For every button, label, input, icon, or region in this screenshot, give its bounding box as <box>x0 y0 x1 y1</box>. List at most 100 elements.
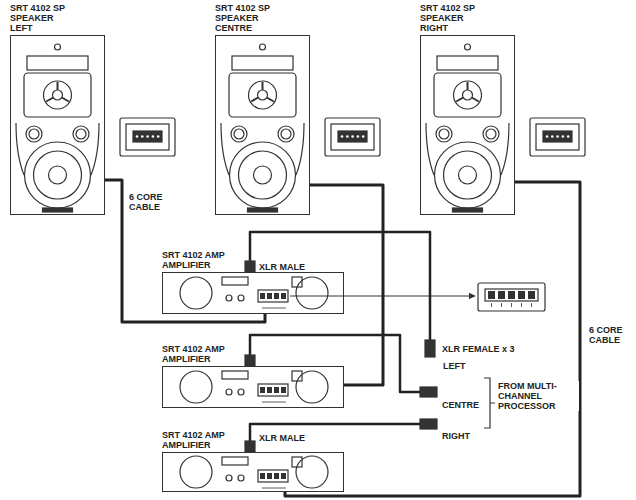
led-dot <box>260 44 266 50</box>
xlr-male-plug <box>245 441 255 452</box>
cabinet-curve <box>91 123 99 175</box>
woofer-cap <box>459 166 477 184</box>
pin <box>567 135 570 138</box>
pin <box>362 135 365 138</box>
xlr-male-plug <box>245 261 255 272</box>
terminal-block <box>338 131 367 142</box>
tweeter-spoke <box>262 82 264 90</box>
wiring-label: 6 CORE CABLE <box>588 325 634 345</box>
woofer <box>25 142 91 208</box>
tweeter-center <box>258 90 268 100</box>
six-core-cable <box>105 180 265 322</box>
port <box>483 126 499 142</box>
horn-frame <box>24 73 91 117</box>
cabinet-curve <box>16 123 24 175</box>
device-heading: SRT 4102 AMP AMPLIFIER <box>162 250 234 270</box>
woofer-cone <box>34 151 82 199</box>
terminal-pin <box>274 473 279 479</box>
terminal-closeup-pin <box>488 291 495 299</box>
bracket <box>484 378 495 428</box>
tweeter-spoke <box>456 98 463 102</box>
speaker-box: SRT 4102 SP SPEAKER LEFT <box>10 35 105 215</box>
terminal-closeup-tick <box>491 303 492 307</box>
warning-label <box>222 457 248 465</box>
xlr-female-plug <box>420 419 437 429</box>
terminal-pin <box>260 293 265 299</box>
port <box>278 126 294 142</box>
terminal-closeup-pin <box>528 291 535 299</box>
terminal-closeup-tick <box>511 303 512 307</box>
port-inner <box>281 129 291 139</box>
tweeter-dome <box>454 81 482 109</box>
six-core-cable <box>285 182 580 496</box>
port-inner <box>234 129 244 139</box>
cabinet-curve <box>221 123 229 175</box>
terminal-pin <box>267 473 272 479</box>
tweeter-spoke <box>251 98 258 102</box>
terminal-block <box>133 131 162 142</box>
tweeter-dome <box>249 81 277 109</box>
terminal-closeup <box>478 283 545 311</box>
tweeter-spoke <box>46 98 53 102</box>
speaker-terminal <box>258 290 288 302</box>
terminal-pin <box>274 293 279 299</box>
led-dot <box>55 44 61 50</box>
amp-knob <box>226 475 232 481</box>
wiring-label: LEFT <box>442 361 484 371</box>
amp-fan <box>180 277 212 309</box>
terminal-pin <box>267 387 272 393</box>
tweeter-spoke <box>467 82 469 90</box>
tweeter-center <box>463 90 473 100</box>
wiring-label: XLR FEMALE x 3 <box>441 344 523 354</box>
terminal-pin <box>281 387 286 393</box>
top-panel <box>437 56 498 70</box>
speaker-terminal <box>258 384 288 396</box>
tweeter-spoke <box>267 98 274 102</box>
rear-panel <box>120 118 175 156</box>
badge <box>248 208 278 212</box>
port <box>73 126 89 142</box>
woofer <box>435 142 501 208</box>
terminal-closeup-tick <box>521 303 522 307</box>
badge <box>43 208 73 212</box>
illustration-group <box>16 44 585 488</box>
device-heading: SRT 4102 SP SPEAKER CENTRE <box>215 3 277 33</box>
wiring-label: CENTRE <box>441 400 485 410</box>
power-switch <box>292 457 302 467</box>
amplifier-box: SRT 4102 AMP AMPLIFIER <box>162 272 344 314</box>
amplifier-box: SRT 4102 AMP AMPLIFIER <box>162 452 344 492</box>
port <box>231 126 247 142</box>
terminal-closeup-tick <box>501 303 502 307</box>
woofer-cone <box>239 151 287 199</box>
pin <box>357 135 360 138</box>
speaker-box: SRT 4102 SP SPEAKER RIGHT <box>420 35 515 215</box>
amp-knob <box>238 475 244 481</box>
led-dot <box>465 44 471 50</box>
wiring-label: 6 CORE CABLE <box>128 192 172 212</box>
port-inner <box>29 129 39 139</box>
amp-knob <box>226 295 232 301</box>
woofer-cap <box>49 166 67 184</box>
six-core-cable <box>310 185 383 385</box>
port <box>436 126 452 142</box>
cabinet-curve <box>296 123 304 175</box>
pin <box>136 135 139 138</box>
pin <box>556 135 559 138</box>
top-panel <box>27 56 88 70</box>
tweeter-spoke <box>62 98 69 102</box>
tweeter-spoke <box>472 98 479 102</box>
warning-label <box>222 371 248 379</box>
power-switch <box>292 277 302 287</box>
terminal-closeup-pin <box>518 291 525 299</box>
port <box>26 126 42 142</box>
rear-panel <box>530 118 585 156</box>
warning-label <box>222 277 248 285</box>
device-heading: SRT 4102 SP SPEAKER LEFT <box>10 3 72 33</box>
terminal-closeup-pin <box>508 291 515 299</box>
pin <box>546 135 549 138</box>
wiring-label: XLR MALE <box>258 262 320 272</box>
xlr-female-plug <box>425 340 435 357</box>
